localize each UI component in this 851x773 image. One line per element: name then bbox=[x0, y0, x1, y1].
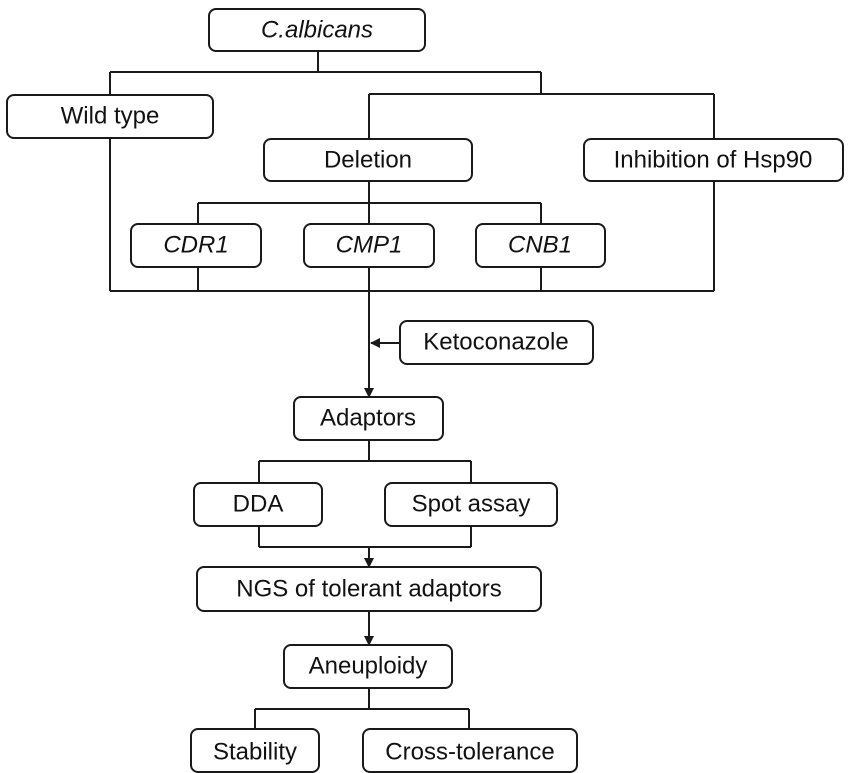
node-deletion: Deletion bbox=[263, 138, 473, 182]
node-ngs: NGS of tolerant adaptors bbox=[196, 566, 542, 612]
svg-text:Cross-tolerance: Cross-tolerance bbox=[385, 739, 554, 766]
svg-text:C.albicans: C.albicans bbox=[261, 17, 373, 44]
node-aneuploidy: Aneuploidy bbox=[283, 644, 453, 689]
node-cross-tolerance: Cross-tolerance bbox=[362, 728, 578, 773]
svg-text:Wild type: Wild type bbox=[61, 103, 160, 130]
svg-text:CNB1: CNB1 bbox=[508, 232, 572, 259]
svg-text:Spot assay: Spot assay bbox=[412, 491, 531, 518]
node-cdr1: CDR1 bbox=[130, 223, 262, 268]
node-adaptors: Adaptors bbox=[293, 396, 444, 441]
connectors bbox=[109, 51, 715, 729]
svg-text:NGS of tolerant adaptors: NGS of tolerant adaptors bbox=[236, 576, 501, 603]
svg-text:Deletion: Deletion bbox=[324, 147, 412, 174]
node-dda: DDA bbox=[193, 482, 323, 527]
svg-text:Inhibition of Hsp90: Inhibition of Hsp90 bbox=[614, 147, 813, 174]
svg-text:Stability: Stability bbox=[213, 739, 297, 766]
node-c-albicans: C.albicans bbox=[208, 8, 426, 52]
node-spot-assay: Spot assay bbox=[384, 482, 558, 527]
svg-text:CDR1: CDR1 bbox=[163, 232, 228, 259]
svg-text:CMP1: CMP1 bbox=[336, 232, 403, 259]
node-stability: Stability bbox=[190, 728, 320, 773]
svg-text:DDA: DDA bbox=[233, 491, 284, 518]
node-inhibition-hsp90: Inhibition of Hsp90 bbox=[583, 138, 844, 182]
svg-text:Aneuploidy: Aneuploidy bbox=[309, 653, 428, 680]
node-cmp1: CMP1 bbox=[303, 223, 435, 268]
svg-text:Ketoconazole: Ketoconazole bbox=[423, 329, 568, 356]
node-cnb1: CNB1 bbox=[475, 223, 606, 268]
node-wild-type: Wild type bbox=[6, 94, 214, 139]
svg-text:Adaptors: Adaptors bbox=[320, 405, 416, 432]
node-ketoconazole: Ketoconazole bbox=[399, 320, 594, 365]
